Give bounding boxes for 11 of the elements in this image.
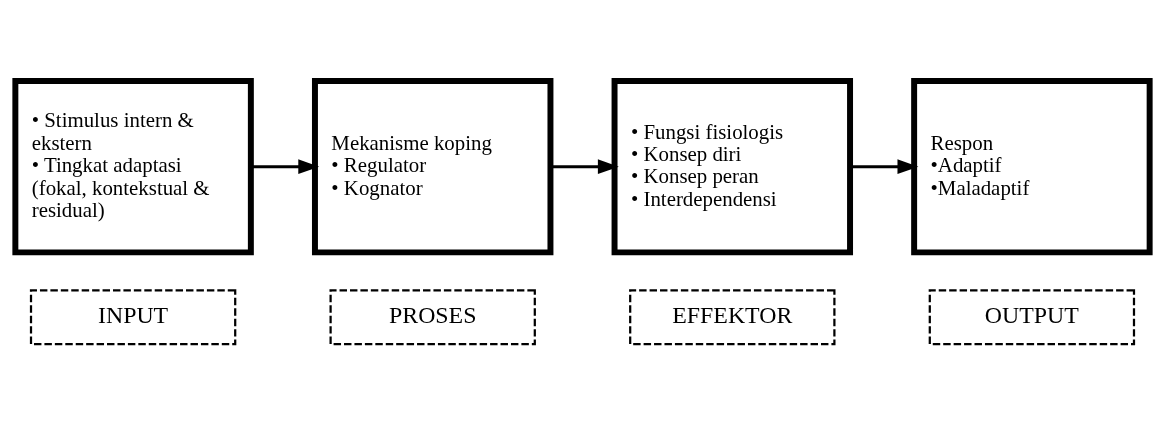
node-box: • Stimulus intern & ekstern • Tingkat adaptasi (fokal, kontekstual & residual) bbox=[12, 77, 254, 255]
arrow bbox=[850, 158, 919, 174]
arrow bbox=[550, 158, 619, 174]
node-box: • Fungsi fisiologis • Konsep diri • Konsep peran • Interdependensi bbox=[611, 77, 854, 255]
arrow bbox=[251, 158, 320, 174]
node-box: OUTPUT bbox=[928, 288, 1136, 345]
node-box: EFFEKTOR bbox=[629, 288, 836, 345]
node-box: Respon •Adaptif •Maladaptif bbox=[911, 77, 1153, 255]
node-box: Mekanisme koping • Regulator • Kognator bbox=[311, 77, 554, 255]
node-box: PROSES bbox=[329, 288, 536, 345]
node-box: INPUT bbox=[29, 288, 237, 345]
